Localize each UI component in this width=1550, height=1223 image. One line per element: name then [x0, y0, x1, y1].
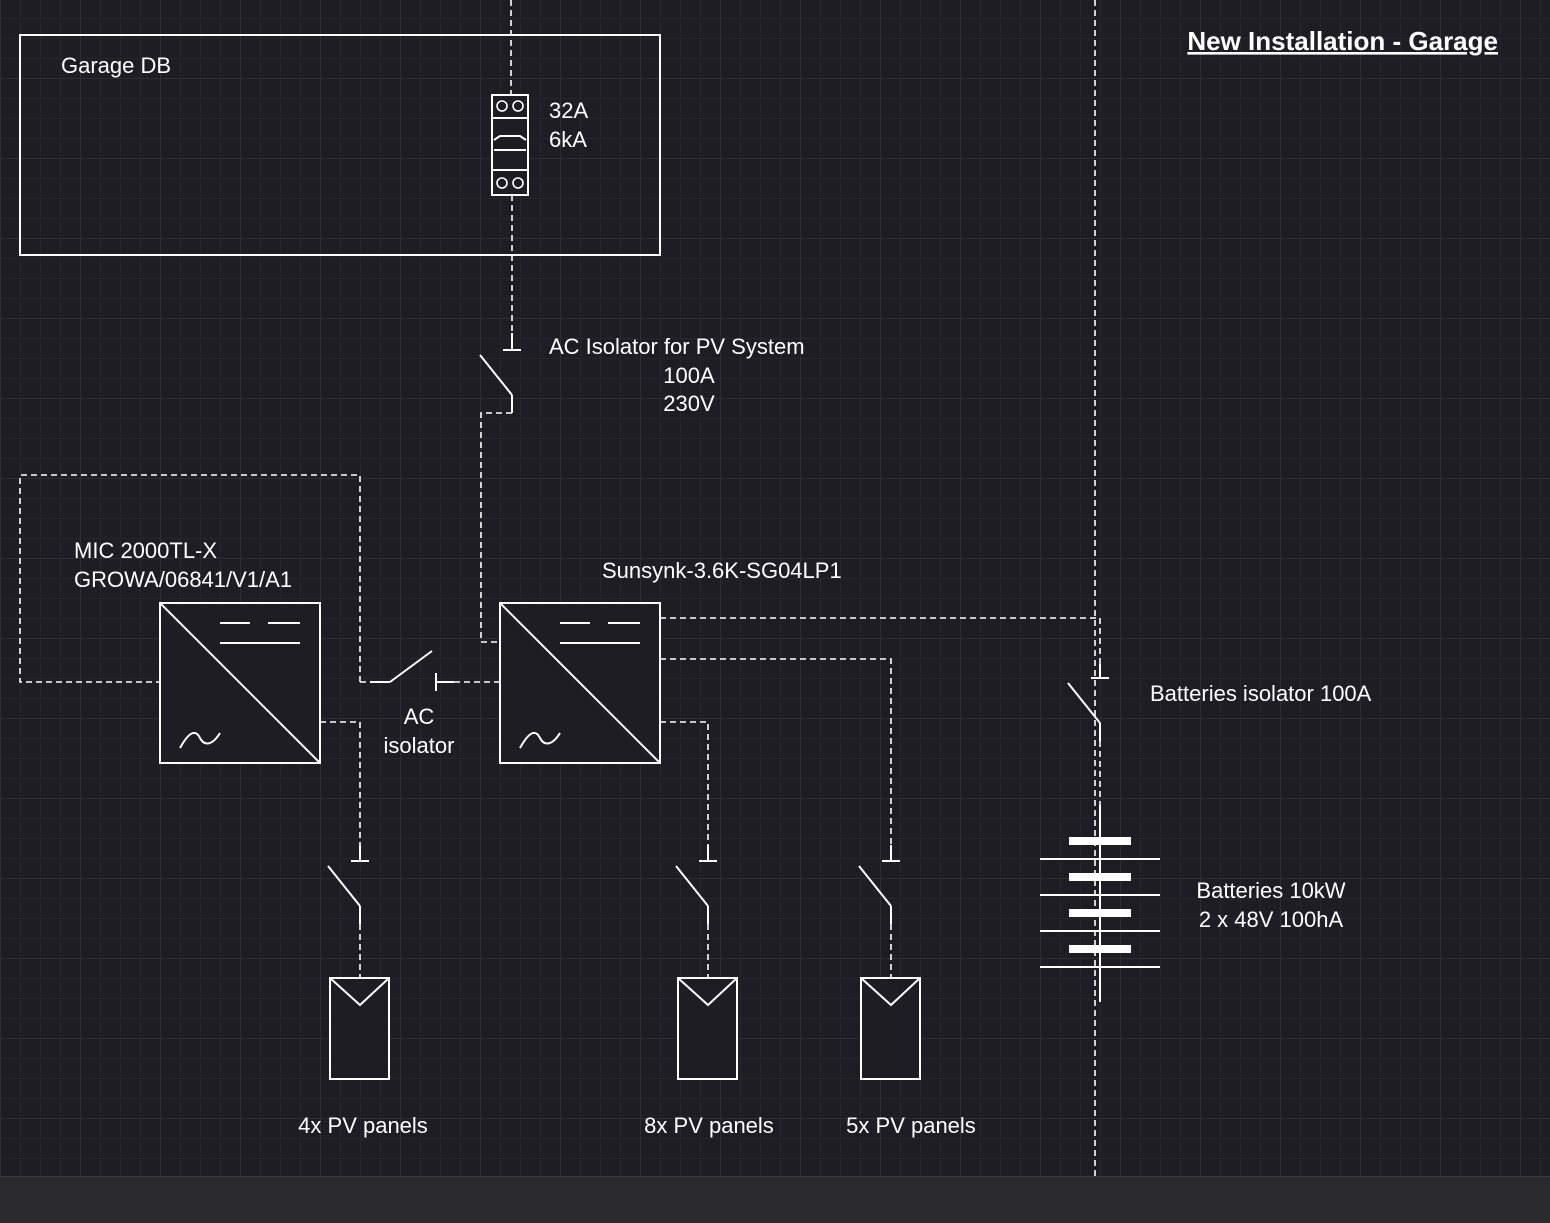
pv-panel-3-icon[interactable]	[860, 977, 921, 1080]
ac-isolator-pv-current: 100A	[663, 363, 715, 388]
battery-isolator-label: Batteries isolator 100A	[1150, 681, 1372, 706]
batteries-capacity: Batteries 10kW	[1196, 878, 1345, 903]
ac-isolator-label-1: AC	[404, 704, 435, 729]
dc-isolator-2-icon[interactable]	[675, 845, 717, 924]
page-title: New Installation - Garage	[1187, 26, 1498, 56]
ac-isolator-switch-icon[interactable]	[370, 650, 454, 691]
cable-sunsynk-to-battery-isolator	[660, 617, 1101, 668]
batteries-config: 2 x 48V 100hA	[1199, 907, 1344, 932]
single-line-diagram: New Installation - Garage Garage DB 32A …	[19, 0, 1498, 1176]
breaker-breaking-capacity: 6kA	[549, 127, 587, 152]
garage-db-box[interactable]	[19, 34, 661, 256]
dc-isolator-3-icon[interactable]	[858, 845, 900, 924]
pv-panels-2-label: 8x PV panels	[644, 1113, 774, 1138]
status-bar	[0, 1176, 1550, 1223]
inverter-2-model: Sunsynk-3.6K-SG04LP1	[602, 558, 842, 583]
cable-mic-to-dc-isolator-1	[320, 721, 361, 850]
cable-sunsynk-to-dc-isolator-3	[660, 658, 892, 850]
inverter-1-serial: GROWA/06841/V1/A1	[74, 567, 292, 592]
mic-enclosure	[19, 474, 361, 683]
inverter-2-icon[interactable]	[499, 602, 661, 764]
breaker-rating: 32A	[549, 98, 588, 123]
inverter-1-icon[interactable]	[159, 602, 321, 764]
pv-panel-2-icon[interactable]	[677, 977, 738, 1080]
cable-sunsynk-to-dc-isolator-2	[660, 721, 709, 850]
cable-isolator-to-sunsynk	[480, 412, 512, 643]
ac-isolator-pv-switch-icon[interactable]	[479, 333, 521, 413]
battery-icon[interactable]	[1040, 805, 1160, 1002]
garage-db-label: Garage DB	[61, 53, 171, 78]
ac-isolator-pv-label: AC Isolator for PV System	[549, 334, 805, 359]
battery-isolator-switch-icon[interactable]	[1067, 664, 1109, 741]
diagram-canvas[interactable]: New Installation - Garage Garage DB 32A …	[0, 0, 1550, 1176]
pv-panel-1-icon[interactable]	[329, 977, 390, 1080]
breaker-icon[interactable]	[491, 94, 529, 196]
ac-isolator-label-2: isolator	[384, 733, 455, 758]
pv-panels-1-label: 4x PV panels	[298, 1113, 428, 1138]
inverter-1-model: MIC 2000TL-X	[74, 538, 217, 563]
dc-isolator-1-icon[interactable]	[327, 845, 369, 924]
pv-panels-3-label: 5x PV panels	[846, 1113, 976, 1138]
ac-isolator-pv-voltage: 230V	[663, 391, 715, 416]
garage-db[interactable]: Garage DB	[19, 34, 661, 256]
